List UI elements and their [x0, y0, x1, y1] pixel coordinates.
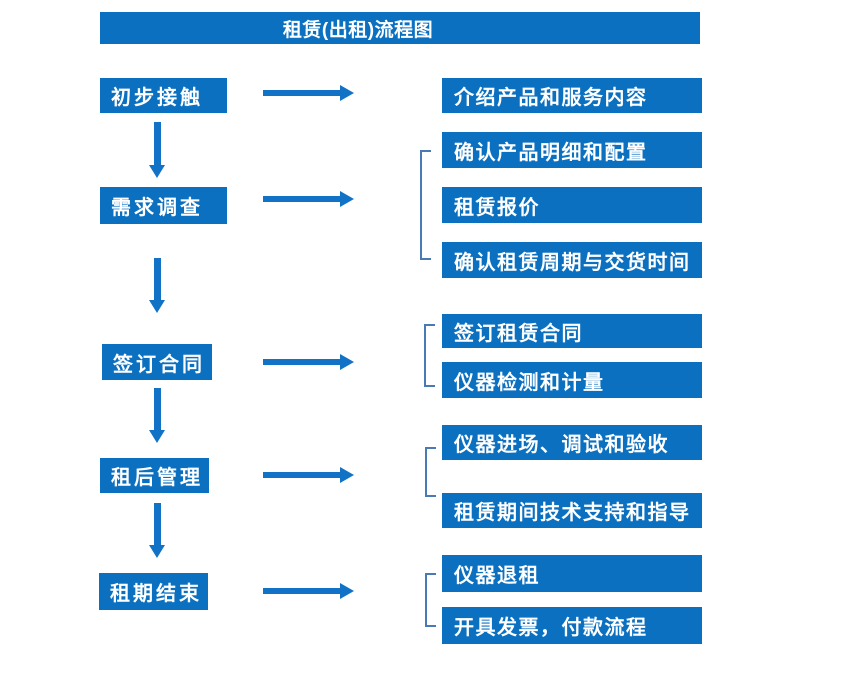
down-arrow-3-head — [149, 430, 165, 443]
down-arrow-4-head — [149, 545, 165, 558]
down-arrow-4-shaft — [154, 503, 161, 545]
group-bracket-4 — [425, 447, 436, 497]
step-initial-contact: 初步接触 — [100, 78, 227, 113]
step-post-rental-management: 租后管理 — [100, 458, 209, 493]
right-arrow-4-head — [340, 467, 354, 483]
right-arrow-2-shaft — [263, 196, 341, 202]
right-arrow-5-shaft — [263, 588, 341, 594]
down-arrow-1-head — [149, 165, 165, 178]
detail-instrument-return: 仪器退租 — [442, 555, 702, 592]
step-requirement-survey: 需求调查 — [100, 187, 227, 224]
down-arrow-2-shaft — [154, 258, 161, 300]
down-arrow-3-shaft — [154, 388, 161, 430]
right-arrow-3-shaft — [263, 359, 341, 365]
right-arrow-1-shaft — [263, 90, 341, 96]
right-arrow-4-shaft — [263, 472, 341, 478]
right-arrow-5-head — [340, 583, 354, 599]
flowchart-title: 租赁(出租)流程图 — [100, 12, 700, 44]
step-rental-end: 租期结束 — [99, 573, 208, 610]
right-arrow-3-head — [340, 354, 354, 370]
detail-rental-quote: 租赁报价 — [442, 187, 702, 223]
group-bracket-3 — [424, 324, 435, 387]
detail-instrument-inspection: 仪器检测和计量 — [442, 362, 702, 398]
group-bracket-5 — [425, 573, 436, 627]
step-contract-signing: 签订合同 — [102, 344, 212, 380]
detail-confirm-period-delivery: 确认租赁周期与交货时间 — [442, 242, 702, 278]
detail-confirm-product-config: 确认产品明细和配置 — [442, 132, 702, 168]
group-bracket-2 — [420, 150, 431, 260]
right-arrow-2-head — [340, 191, 354, 207]
detail-sign-rental-contract: 签订租赁合同 — [442, 314, 702, 348]
detail-intro-products-services: 介绍产品和服务内容 — [442, 78, 702, 113]
right-arrow-1-head — [340, 85, 354, 101]
detail-tech-support-guidance: 租赁期间技术支持和指导 — [442, 493, 702, 528]
down-arrow-2-head — [149, 300, 165, 313]
detail-instrument-setup-acceptance: 仪器进场、调试和验收 — [442, 425, 702, 460]
down-arrow-1-shaft — [154, 122, 161, 165]
detail-invoice-payment: 开具发票，付款流程 — [442, 607, 702, 644]
